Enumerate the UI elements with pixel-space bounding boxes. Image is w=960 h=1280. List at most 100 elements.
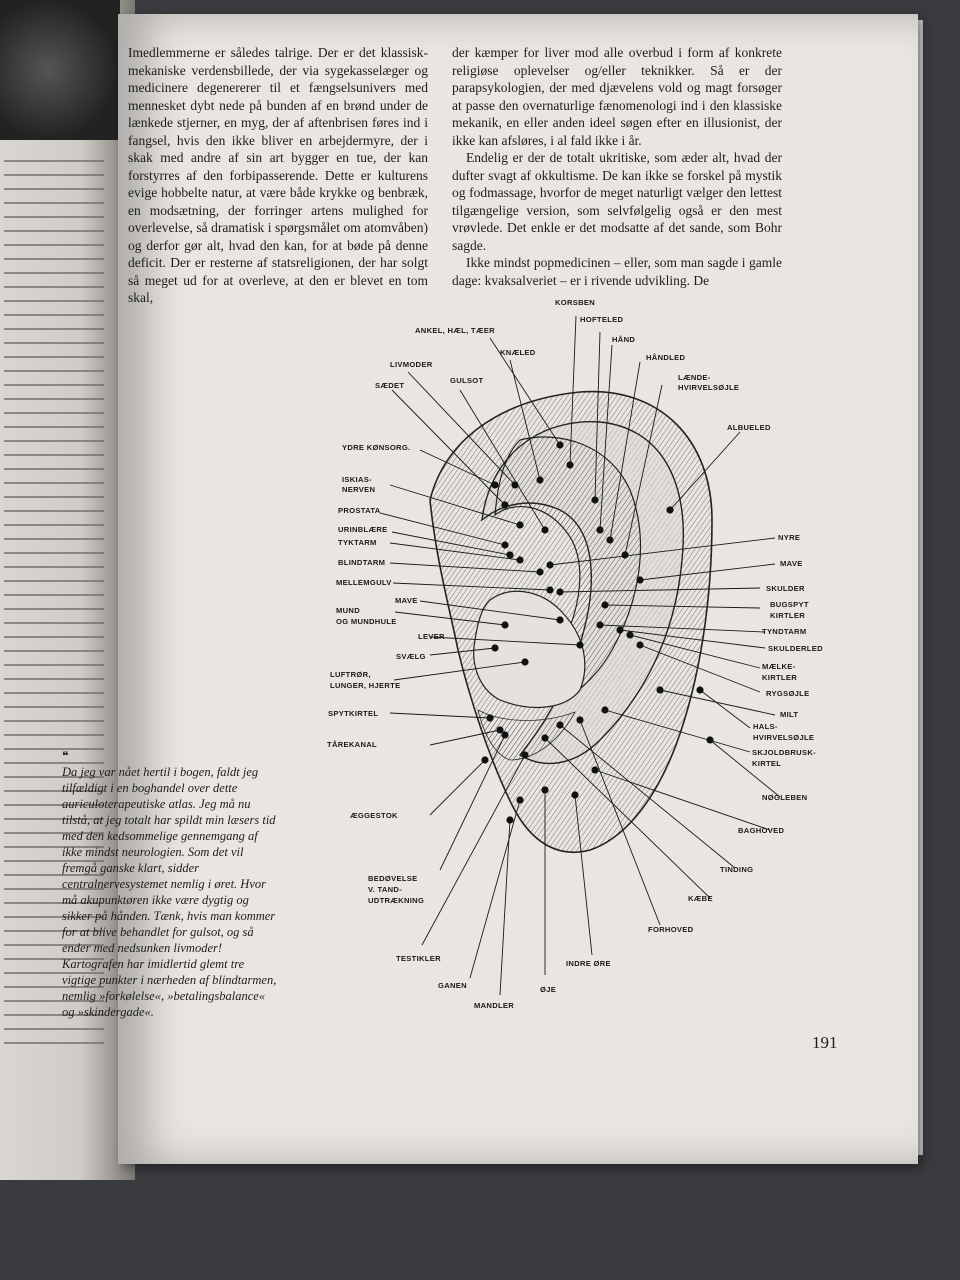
- acupuncture-point: [601, 601, 609, 609]
- ear-tragus: [477, 709, 576, 761]
- acupuncture-point: [501, 501, 509, 509]
- label-oje: ØJE: [540, 985, 556, 994]
- label-skjold1: SKJOLDBRUSK-: [752, 748, 816, 757]
- acupuncture-point: [576, 716, 584, 724]
- label-testikler: TESTIKLER: [396, 954, 441, 963]
- label-rygsojle: RYGSØJLE: [766, 689, 809, 698]
- label-hals2: HVIRVELSØJLE: [753, 733, 814, 742]
- label-haandled: HÅNDLED: [646, 353, 685, 362]
- acupuncture-point: [536, 568, 544, 576]
- label-kaebe: KÆBE: [688, 894, 713, 903]
- acupuncture-point: [616, 626, 624, 634]
- acupuncture-point: [706, 736, 714, 744]
- acupuncture-point: [511, 481, 519, 489]
- label-nogleben: NØGLEBEN: [762, 793, 807, 802]
- label-mandler: MANDLER: [474, 1001, 514, 1010]
- acupuncture-point: [556, 588, 564, 596]
- label-tyndtarm: TYNDTARM: [762, 627, 806, 636]
- label-maelke1: MÆLKE-: [762, 662, 796, 671]
- paragraph: Ikke mindst popmedicinen – eller, som ma…: [452, 255, 782, 288]
- acupuncture-point: [556, 441, 564, 449]
- label-haand: HÅND: [612, 335, 635, 344]
- label-laende1: LÆNDE-: [678, 373, 711, 382]
- label-blindtarm: BLINDTARM: [338, 558, 385, 567]
- acupuncture-point: [591, 766, 599, 774]
- acupuncture-point: [606, 536, 614, 544]
- acupuncture-point: [621, 551, 629, 559]
- label-hals1: HALS-: [753, 722, 778, 731]
- acupuncture-point: [516, 796, 524, 804]
- acupuncture-point: [696, 686, 704, 694]
- acupuncture-point: [506, 551, 514, 559]
- label-livmoder: LIVMODER: [390, 360, 433, 369]
- acupuncture-point: [601, 706, 609, 714]
- acupuncture-point: [636, 576, 644, 584]
- label-luftror2: LUNGER, HJERTE: [330, 681, 400, 690]
- acupuncture-point: [656, 686, 664, 694]
- quote-mark-icon: ❝: [62, 749, 69, 763]
- label-skulderled: SKULDERLED: [768, 644, 823, 653]
- label-milt: MILT: [780, 710, 798, 719]
- acupuncture-point: [516, 556, 524, 564]
- label-bedov1: BEDØVELSE: [368, 874, 418, 883]
- label-mund2: OG MUNDHULE: [336, 617, 397, 626]
- label-forhoved: FORHOVED: [648, 925, 694, 934]
- acupuncture-point: [541, 526, 549, 534]
- acupuncture-point: [496, 726, 504, 734]
- label-bugspyt2: KIRTLER: [770, 611, 805, 620]
- paragraph: der kæmper for liver mod alle overbud i …: [452, 45, 782, 148]
- acupuncture-point: [571, 791, 579, 799]
- acupuncture-point: [636, 641, 644, 649]
- left-page-photo: [0, 0, 120, 140]
- leader-lines: [379, 315, 781, 996]
- label-mave-right: MAVE: [780, 559, 803, 568]
- label-urinblaere: URINBLÆRE: [338, 525, 388, 534]
- label-tinding: TINDING: [720, 865, 753, 874]
- label-bedov2: V. TAND-: [368, 885, 402, 894]
- label-tyktarm: TYKTARM: [338, 538, 377, 547]
- label-mave-left: MAVE: [395, 596, 418, 605]
- label-albueled: ALBUELED: [727, 423, 771, 432]
- acupuncture-point: [491, 644, 499, 652]
- acupuncture-point: [516, 521, 524, 529]
- label-maelke2: KIRTLER: [762, 673, 797, 682]
- label-gulsot: GULSOT: [450, 376, 484, 385]
- label-mund1: MUND: [336, 606, 360, 615]
- acupuncture-point: [546, 561, 554, 569]
- acupuncture-point: [501, 541, 509, 549]
- label-prostata: PROSTATA: [338, 506, 381, 515]
- label-svaelg: SVÆLG: [396, 652, 426, 661]
- acupuncture-point: [521, 658, 529, 666]
- caption-text: Da jeg var nået hertil i bogen, faldt je…: [62, 765, 277, 1019]
- label-iskias2: NERVEN: [342, 485, 375, 494]
- acupuncture-point: [501, 621, 509, 629]
- label-ydre-konsorg: YDRE KØNSORG.: [342, 443, 410, 452]
- label-bugspyt1: BUGSPYT: [770, 600, 809, 609]
- label-ganen: GANEN: [438, 981, 467, 990]
- label-lever: LEVER: [418, 632, 445, 641]
- acupuncture-point: [596, 621, 604, 629]
- label-laende2: HVIRVELSØJLE: [678, 383, 739, 392]
- acupuncture-point: [536, 476, 544, 484]
- acupuncture-point: [626, 631, 634, 639]
- label-mellemgulv: MELLEMGULV: [336, 578, 392, 587]
- left-page-text-lines: [4, 160, 104, 1056]
- acupuncture-point: [566, 461, 574, 469]
- acupuncture-point: [541, 734, 549, 742]
- text-column-right: der kæmper for liver mod alle overbud i …: [452, 44, 782, 289]
- ear-labels: KORSBEN HOFTELED ANKEL, HÆL, TÆER HÅND K…: [327, 298, 823, 1010]
- label-tarekanal: TÅREKANAL: [327, 740, 377, 749]
- acupuncture-point: [521, 751, 529, 759]
- acupuncture-point: [556, 721, 564, 729]
- label-saedet: SÆDET: [375, 381, 404, 390]
- text-column-left: Imedlemmerne er således talrige. Der er …: [128, 44, 428, 307]
- acupuncture-point: [481, 756, 489, 764]
- paragraph: Endelig er der de totalt ukritiske, som …: [452, 150, 782, 253]
- acupuncture-point: [506, 816, 514, 824]
- acupuncture-point: [546, 586, 554, 594]
- label-skjold2: KIRTEL: [752, 759, 781, 768]
- label-nyre: NYRE: [778, 533, 800, 542]
- acupuncture-point: [541, 786, 549, 794]
- acupuncture-point: [556, 616, 564, 624]
